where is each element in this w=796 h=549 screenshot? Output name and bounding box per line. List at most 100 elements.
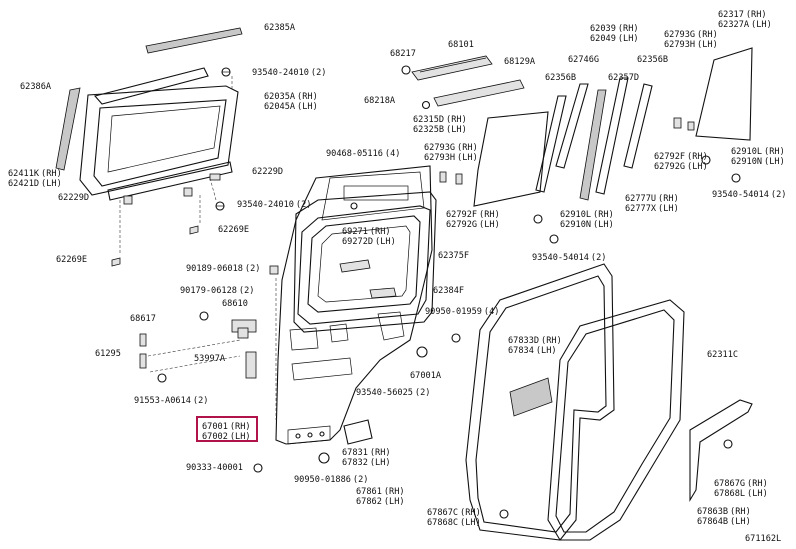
clip-68218a xyxy=(421,100,431,110)
part-label: 67834(LH) xyxy=(508,346,557,356)
seal-67863b xyxy=(689,399,753,502)
part-label: 62356B xyxy=(637,55,668,65)
part-label: 69271(RH) xyxy=(342,227,391,237)
part-label: 62792F(RH) xyxy=(446,210,500,220)
part-label: 62910N(LH) xyxy=(731,157,785,167)
part-label: 90179-06128(2) xyxy=(180,286,254,296)
part-label: 68129A xyxy=(504,57,536,67)
inner-belt-moulding-68129a xyxy=(433,79,525,107)
part-label: 62411K(RH) xyxy=(8,169,62,179)
part-label: 62777U(RH) xyxy=(625,194,679,204)
part-label: 67001(RH) xyxy=(202,422,251,432)
quarter-glass-62317 xyxy=(695,47,753,141)
trim-67833d xyxy=(509,377,553,417)
part-label: 62035A(RH) xyxy=(264,92,318,102)
part-label: 90950-01886(2) xyxy=(294,475,368,485)
door-glass-62315d xyxy=(473,111,549,207)
clip-62793g-left xyxy=(439,171,447,183)
part-label: 61295 xyxy=(95,349,121,359)
bracket-62910-right xyxy=(701,155,711,165)
plug-67001a xyxy=(416,346,428,358)
plug-90950-a xyxy=(451,333,461,343)
run-strip-62385a xyxy=(145,27,243,54)
part-label: 67861(RH) xyxy=(356,487,405,497)
part-label: 62792G(LH) xyxy=(654,162,708,172)
part-label: 68617 xyxy=(130,314,156,324)
clip-62793g-right xyxy=(673,117,682,129)
part-label: 62049(LH) xyxy=(590,34,639,44)
part-label: 62311C xyxy=(707,350,738,360)
part-label: 62269E xyxy=(218,225,249,235)
quarter-glass-frame xyxy=(79,67,239,201)
outer-belt-moulding-68101 xyxy=(411,55,493,81)
part-label: 67867G(RH) xyxy=(714,479,768,489)
part-label: 62793G(RH) xyxy=(424,143,478,153)
part-label: 93540-54014(2) xyxy=(712,190,786,200)
part-label: 67868L(LH) xyxy=(714,489,768,499)
part-label: 62385A xyxy=(264,23,296,33)
part-label: 62792G(LH) xyxy=(446,220,500,230)
part-label: 62793H(LH) xyxy=(664,40,718,50)
door-opening-trim-62311c xyxy=(547,299,685,541)
part-label: 67863B(RH) xyxy=(697,507,751,517)
clip-62792-left xyxy=(455,173,463,185)
clip-62793h-right xyxy=(687,121,695,131)
part-label: 90333-40001 xyxy=(186,463,243,473)
door-weatherstrip-67861 xyxy=(465,263,615,541)
door-lock-parts xyxy=(139,265,279,383)
part-label: 62375F xyxy=(438,251,469,261)
part-label: 62356B xyxy=(545,73,576,83)
part-label: 93540-56025(2) xyxy=(356,388,430,398)
part-label: 90468-05116(4) xyxy=(326,149,400,159)
part-label: 68101 xyxy=(448,40,474,50)
clip-68217 xyxy=(401,65,411,75)
part-label: 93540-24010(2) xyxy=(237,200,311,210)
part-label: 67868C(LH) xyxy=(427,518,481,528)
highlight-box xyxy=(196,416,258,442)
part-label: 67002(LH) xyxy=(202,432,251,442)
part-label: 62910L(RH) xyxy=(560,210,614,220)
part-label: 62777X(LH) xyxy=(625,204,679,214)
door-panel-67001 xyxy=(275,165,433,445)
clip-67867g xyxy=(723,439,733,449)
diagram-id: 671162L xyxy=(745,534,781,544)
part-label: 68218A xyxy=(364,96,396,106)
screw-93540-left xyxy=(549,234,559,244)
part-label: 67832(LH) xyxy=(342,458,391,468)
part-label: 67001A xyxy=(410,371,442,381)
plug-90950-b xyxy=(318,452,330,464)
part-label: 62792F(RH) xyxy=(654,152,708,162)
part-label: 62325B(LH) xyxy=(413,125,467,135)
part-label: 67864B(LH) xyxy=(697,517,751,527)
part-label: 67867C(RH) xyxy=(427,508,481,518)
part-label: 62045A(LH) xyxy=(264,102,318,112)
part-label: 62315D(RH) xyxy=(413,115,467,125)
part-label: 62327A(LH) xyxy=(718,20,772,30)
screws-top-left xyxy=(111,67,231,267)
weatherstrip-62375f xyxy=(293,191,437,333)
trim-67831 xyxy=(343,419,373,445)
part-label: 62793H(LH) xyxy=(424,153,478,163)
part-label: 62039(RH) xyxy=(590,24,639,34)
part-label: 53997A xyxy=(194,354,226,364)
part-label: 62421D(LH) xyxy=(8,179,62,189)
part-label: 62793G(RH) xyxy=(664,30,718,40)
part-label: 68610 xyxy=(222,299,248,309)
part-label: 90189-06018(2) xyxy=(186,264,260,274)
part-label: 93540-54014(2) xyxy=(532,253,606,263)
part-label: 62229D xyxy=(58,193,89,203)
part-label: 90950-01959(4) xyxy=(425,307,499,317)
part-label: 62910L(RH) xyxy=(731,147,785,157)
part-label: 93540-24010(2) xyxy=(252,68,326,78)
bracket-62910-left xyxy=(533,214,543,224)
part-label: 62910N(LH) xyxy=(560,220,614,230)
plug-90333 xyxy=(253,463,263,473)
part-label: 62386A xyxy=(20,82,52,92)
part-label: 68217 xyxy=(390,49,416,59)
part-label: 67862(LH) xyxy=(356,497,405,507)
part-label: 62269E xyxy=(56,255,87,265)
part-label: 62229D xyxy=(252,167,283,177)
part-label: 69272D(LH) xyxy=(342,237,396,247)
